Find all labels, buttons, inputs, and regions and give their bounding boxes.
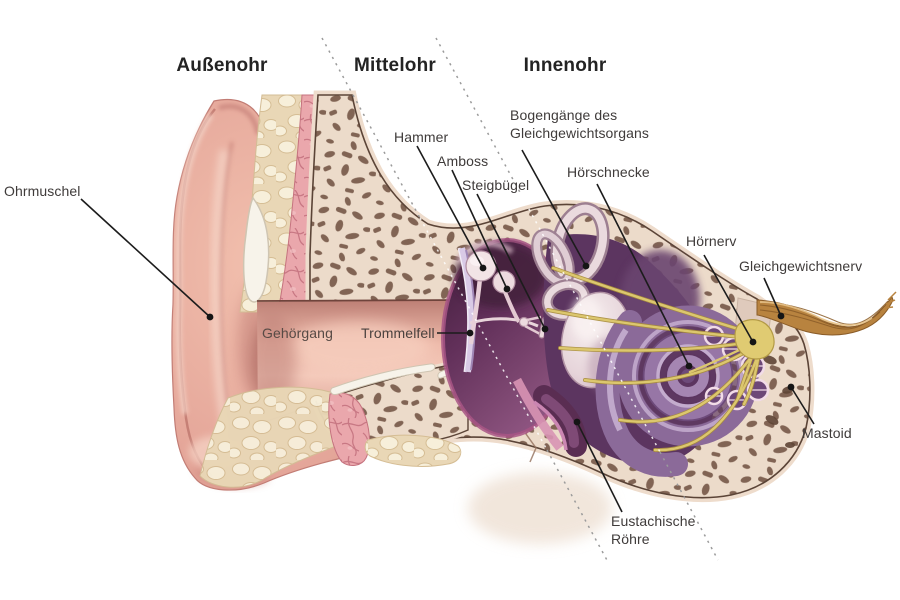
leader-mastoid bbox=[787, 383, 815, 425]
leader-amboss bbox=[451, 169, 511, 293]
region-dividers bbox=[321, 37, 719, 563]
soft-tissue-below-bone bbox=[468, 472, 612, 544]
label-gehoergang: Gehörgang bbox=[262, 325, 333, 341]
auditory-and-vestibular-nerves bbox=[546, 266, 897, 453]
section-heading-mittelohr: Mittelohr bbox=[353, 55, 437, 76]
canal-upper-wall-line bbox=[256, 299, 463, 302]
nerve-bundle bbox=[756, 291, 897, 336]
divider-mittelohr-innenohr bbox=[435, 37, 719, 561]
nerve-frayed-tip bbox=[883, 291, 897, 309]
cartilage-sliver bbox=[330, 363, 436, 395]
label-amboss: Amboss bbox=[437, 153, 489, 169]
incus-process bbox=[503, 291, 521, 324]
helix-top-shadow bbox=[218, 104, 260, 135]
middle-ear bbox=[441, 238, 573, 438]
label-ohrmuschel: Ohrmuschel bbox=[4, 183, 81, 199]
canal-entrance-shading bbox=[248, 314, 296, 410]
helix-highlight bbox=[175, 113, 214, 415]
label-trommelfell: Trommelfell bbox=[361, 325, 435, 341]
vascular-cartilage-wedge bbox=[328, 392, 370, 466]
leader-hoernerv bbox=[703, 254, 757, 346]
divider-aussenohr-mittelohr bbox=[321, 37, 609, 563]
subcutaneous-fat-lower bbox=[199, 386, 353, 488]
leader-lines bbox=[80, 145, 815, 513]
leader-ohrmuschel bbox=[80, 198, 214, 321]
leader-hammer bbox=[416, 145, 487, 272]
lower-canal-tissue bbox=[199, 362, 468, 488]
leader-gleichgewichtsnerv bbox=[763, 277, 785, 320]
leader-bogengaenge bbox=[521, 149, 590, 270]
label-steigbuegel: Steigbügel bbox=[462, 177, 530, 193]
leader-trommelfell bbox=[437, 329, 474, 337]
chorda-strand bbox=[469, 317, 539, 328]
fat-patch-right bbox=[364, 434, 462, 467]
label-hammer: Hammer bbox=[394, 129, 449, 145]
section-heading-innenohr: Innenohr bbox=[523, 55, 607, 76]
eustachian-tube bbox=[513, 377, 587, 457]
label-hoerschnecke: Hörschnecke bbox=[567, 164, 650, 180]
leader-hoerschnecke bbox=[596, 183, 693, 370]
label-gleichgewichtsnerv: Gleichgewichtsnerv bbox=[739, 258, 863, 274]
leader-eustachische-roehre bbox=[573, 418, 623, 513]
section-heading-aussenohr: Außenohr bbox=[176, 55, 268, 76]
antihelix-highlight bbox=[211, 149, 231, 435]
eustachian-tube-rim bbox=[533, 400, 568, 451]
leader-steigbuegel bbox=[476, 193, 549, 333]
label-hoernerv: Hörnerv bbox=[686, 233, 737, 249]
malleus-handle bbox=[468, 277, 483, 345]
label-mastoid: Mastoid bbox=[802, 425, 852, 441]
tensor-muscle-band bbox=[513, 377, 564, 451]
ear-cartilage-crescent bbox=[242, 196, 270, 303]
label-eustachische-roehre: Eustachische Röhre bbox=[611, 513, 696, 547]
canal-highlight bbox=[290, 322, 430, 374]
label-bogengaenge: Bogengänge des Gleichgewichtsorgans bbox=[510, 107, 649, 141]
